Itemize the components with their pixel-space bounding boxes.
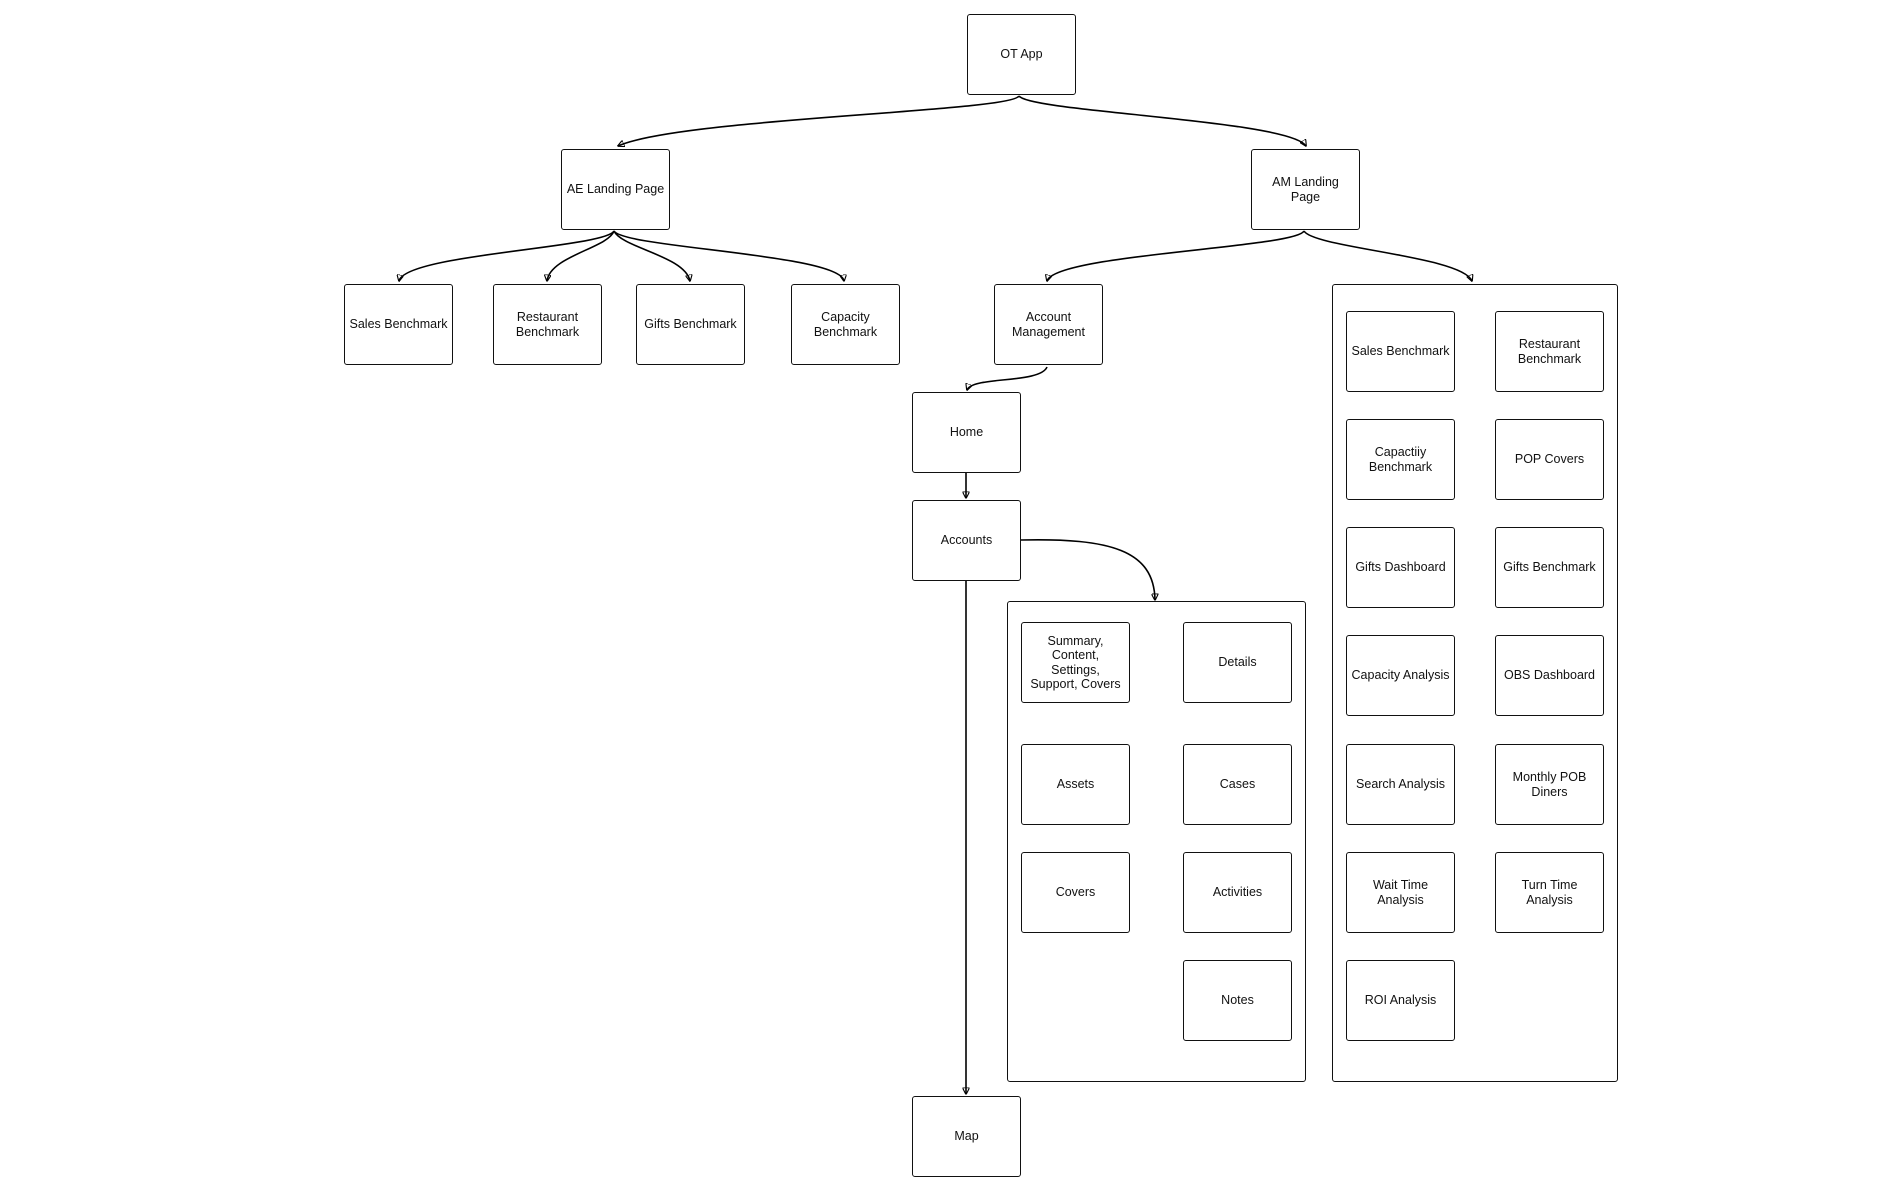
capacity-analysis-node[interactable]: Capacity Analysis bbox=[1346, 635, 1455, 716]
assets-node[interactable]: Assets bbox=[1021, 744, 1130, 825]
covers-node[interactable]: Covers bbox=[1021, 852, 1130, 933]
edge-ae-landing-to-capacity-benchmark bbox=[613, 230, 844, 281]
monthly-pob-diners-node[interactable]: Monthly POB Diners bbox=[1495, 744, 1604, 825]
ot-app-node[interactable]: OT App bbox=[967, 14, 1076, 95]
am-landing-page-node[interactable]: AM Landing Page bbox=[1251, 149, 1360, 230]
ae-landing-page-node[interactable]: AE Landing Page bbox=[561, 149, 670, 230]
notes-node[interactable]: Notes bbox=[1183, 960, 1292, 1041]
am-restaurant-benchmark-node[interactable]: Restaurant Benchmark bbox=[1495, 311, 1604, 392]
capacity-benchmark-node[interactable]: Capactiiy Benchmark bbox=[1346, 419, 1455, 500]
map-node[interactable]: Map bbox=[912, 1096, 1021, 1177]
am-gifts-benchmark-node[interactable]: Gifts Benchmark bbox=[1495, 527, 1604, 608]
home-node[interactable]: Home bbox=[912, 392, 1021, 473]
am-dashboards-group bbox=[1332, 284, 1618, 1082]
gifts-dashboard-node[interactable]: Gifts Dashboard bbox=[1346, 527, 1455, 608]
edge-ae-landing-to-gifts-benchmark bbox=[613, 230, 690, 281]
ae-restaurant-benchmark-node[interactable]: Restaurant Benchmark bbox=[493, 284, 602, 365]
cases-node[interactable]: Cases bbox=[1183, 744, 1292, 825]
am-sales-benchmark-node[interactable]: Sales Benchmark bbox=[1346, 311, 1455, 392]
details-node[interactable]: Details bbox=[1183, 622, 1292, 703]
edge-am-landing-to-account-management bbox=[1047, 230, 1305, 281]
turn-time-analysis-node[interactable]: Turn Time Analysis bbox=[1495, 852, 1604, 933]
edge-am-landing-to-dashboards-group bbox=[1303, 230, 1472, 281]
accounts-node[interactable]: Accounts bbox=[912, 500, 1021, 581]
account-management-node[interactable]: Account Management bbox=[994, 284, 1103, 365]
edge-ae-landing-to-sales-benchmark bbox=[399, 230, 615, 281]
edge-ot-app-to-am-landing bbox=[1018, 95, 1306, 146]
search-analysis-node[interactable]: Search Analysis bbox=[1346, 744, 1455, 825]
edge-ot-app-to-ae-landing bbox=[618, 95, 1020, 146]
obs-dashboard-node[interactable]: OBS Dashboard bbox=[1495, 635, 1604, 716]
ae-gifts-benchmark-node[interactable]: Gifts Benchmark bbox=[636, 284, 745, 365]
activities-node[interactable]: Activities bbox=[1183, 852, 1292, 933]
ae-capacity-benchmark-node[interactable]: Capacity Benchmark bbox=[791, 284, 900, 365]
roi-analysis-node[interactable]: ROI Analysis bbox=[1346, 960, 1455, 1041]
wait-time-analysis-node[interactable]: Wait Time Analysis bbox=[1346, 852, 1455, 933]
account-details-group bbox=[1007, 601, 1306, 1082]
summary-node[interactable]: Summary, Content, Settings, Support, Cov… bbox=[1021, 622, 1130, 703]
edge-account-management-to-home bbox=[967, 366, 1048, 390]
pop-covers-node[interactable]: POP Covers bbox=[1495, 419, 1604, 500]
edge-accounts-to-details-group bbox=[1020, 538, 1155, 600]
ae-sales-benchmark-node[interactable]: Sales Benchmark bbox=[344, 284, 453, 365]
edge-ae-landing-to-restaurant-benchmark bbox=[547, 230, 615, 281]
